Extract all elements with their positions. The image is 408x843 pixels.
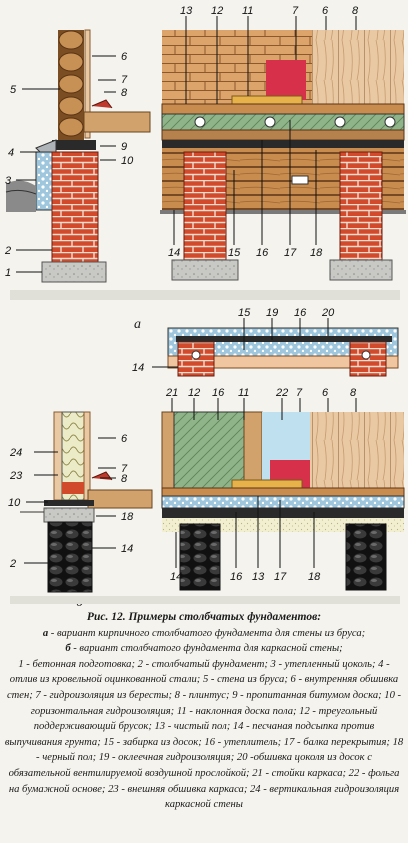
birch-bark-waterproofing bbox=[266, 60, 306, 100]
label-6: 6 bbox=[121, 51, 128, 63]
subfloor bbox=[161, 129, 405, 141]
part-a-label: а bbox=[134, 317, 141, 332]
label-16-a: 16 bbox=[256, 247, 269, 259]
label-15-plan: 15 bbox=[238, 307, 251, 319]
watermark-row-top bbox=[10, 290, 400, 300]
plan-section-a bbox=[167, 327, 399, 377]
label-22: 22 bbox=[275, 387, 288, 399]
label-4: 4 bbox=[8, 147, 14, 159]
label-14-a: 14 bbox=[168, 247, 180, 259]
label-13-c: 13 bbox=[252, 571, 265, 583]
label-2: 2 bbox=[4, 245, 11, 257]
brick-pier-left bbox=[51, 151, 99, 263]
label-7: 7 bbox=[121, 74, 128, 86]
brick-pier-right bbox=[339, 151, 383, 261]
label-10: 10 bbox=[121, 155, 134, 167]
caption-a-key: а bbox=[42, 627, 49, 639]
label-16-c: 16 bbox=[230, 571, 243, 583]
label-2-b: 2 bbox=[9, 558, 16, 570]
label-12-a: 12 bbox=[211, 5, 223, 17]
label-18-a: 18 bbox=[310, 247, 323, 259]
section-b-left bbox=[20, 411, 153, 593]
label-8: 8 bbox=[121, 87, 128, 99]
watermark-row-bottom bbox=[10, 596, 400, 604]
floor-board bbox=[83, 111, 151, 133]
sloped-floor-board bbox=[231, 95, 303, 105]
ground-left bbox=[6, 180, 36, 212]
caption-line-b: б - вариант столбчатого фундамента для к… bbox=[4, 641, 404, 657]
horizontal-waterproofing bbox=[162, 140, 404, 148]
foundation-diagram: 6 7 8 5 4 9 10 3 2 1 13 12 11 7 6 8 14 1… bbox=[4, 5, 406, 610]
label-13-a: 13 bbox=[180, 5, 193, 17]
label-1: 1 bbox=[5, 267, 11, 279]
bitumen-board bbox=[52, 140, 96, 150]
label-18-c: 18 bbox=[308, 571, 321, 583]
caption-line-a: а - вариант кирпичного столбчатого фунда… bbox=[4, 626, 404, 642]
label-8-c: 8 bbox=[350, 387, 357, 399]
label-17-c: 17 bbox=[274, 571, 287, 583]
label-6-c: 6 bbox=[322, 387, 329, 399]
label-6-a: 6 bbox=[322, 5, 329, 17]
label-3: 3 bbox=[5, 175, 12, 187]
brick-pier-mid bbox=[183, 151, 227, 261]
figure-caption: Рис. 12. Примеры столбчатых фундаментов:… bbox=[4, 610, 404, 813]
caption-b-text: - вариант столбчатого фундамента для кар… bbox=[70, 643, 343, 655]
section-b-right bbox=[161, 411, 405, 591]
baseboard bbox=[91, 99, 113, 109]
label-24: 24 bbox=[9, 447, 22, 459]
label-11-a: 11 bbox=[242, 5, 253, 17]
label-23: 23 bbox=[9, 470, 23, 482]
inner-lining bbox=[312, 30, 404, 110]
flashing bbox=[35, 139, 57, 153]
concrete-base-right bbox=[329, 259, 393, 281]
label-14-b: 14 bbox=[121, 543, 133, 555]
caption-title: Рис. 12. Примеры столбчатых фундаментов: bbox=[86, 611, 322, 623]
label-19-plan: 19 bbox=[266, 307, 278, 319]
section-a-right bbox=[160, 30, 406, 281]
label-14-c: 14 bbox=[170, 571, 182, 583]
caption-b-key: б bbox=[65, 643, 71, 655]
label-16-b: 16 bbox=[212, 387, 225, 399]
label-11-b: 11 bbox=[238, 387, 249, 399]
label-8-a: 8 bbox=[352, 5, 359, 17]
label-20-plan: 20 bbox=[321, 307, 335, 319]
label-14-plan: 14 bbox=[132, 362, 144, 374]
finish-floor bbox=[161, 103, 405, 115]
label-18-b: 18 bbox=[121, 511, 134, 523]
concrete-base-left bbox=[41, 261, 107, 283]
concrete-base-mid bbox=[171, 259, 239, 281]
label-5: 5 bbox=[10, 84, 17, 96]
label-8-b: 8 bbox=[121, 473, 128, 485]
caption-legend: 1 - бетонная подготовка; 2 - столбчатый … bbox=[4, 658, 404, 811]
label-7-c: 7 bbox=[296, 387, 303, 399]
vent-hole bbox=[291, 175, 309, 185]
label-7-b: 7 bbox=[121, 463, 128, 475]
label-9: 9 bbox=[121, 141, 127, 153]
label-17-a: 17 bbox=[284, 247, 297, 259]
label-7-a: 7 bbox=[292, 5, 299, 17]
label-12-b: 12 bbox=[188, 387, 200, 399]
label-10-b: 10 bbox=[8, 497, 21, 509]
label-15-a: 15 bbox=[228, 247, 241, 259]
section-a-left bbox=[5, 29, 151, 283]
label-16-plan: 16 bbox=[294, 307, 307, 319]
label-6-b: 6 bbox=[121, 433, 128, 445]
label-21: 21 bbox=[165, 387, 178, 399]
insulated-plinth bbox=[35, 151, 55, 211]
caption-a-text: - вариант кирпичного столбчатого фундаме… bbox=[48, 627, 366, 639]
log-wall bbox=[58, 29, 91, 142]
